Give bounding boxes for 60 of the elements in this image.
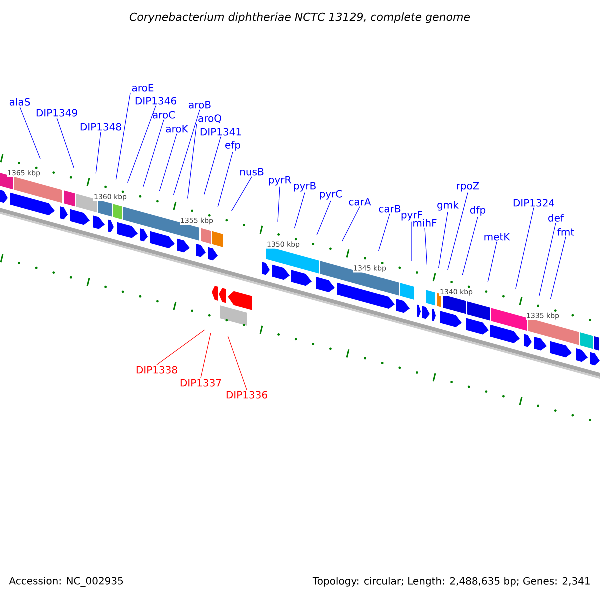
gene-label: aroE xyxy=(132,84,154,92)
gene-label: DIP1336 xyxy=(226,391,268,399)
gene-label: DIP1338 xyxy=(136,366,178,374)
leader-line xyxy=(232,176,252,212)
gene-label: DIP1348 xyxy=(80,123,122,131)
gene-label: aroB xyxy=(189,101,211,109)
gene-label: pyrB xyxy=(294,182,316,192)
leader-line xyxy=(438,212,448,268)
leader-line xyxy=(539,222,556,296)
gene-label: pyrR xyxy=(269,176,292,186)
gene-label: DIP1337 xyxy=(180,379,222,387)
leader-line xyxy=(550,236,566,300)
gene-label: aroK xyxy=(166,125,189,133)
gene-label: def xyxy=(548,214,564,222)
gene-label: DIP1341 xyxy=(200,128,242,136)
leader-line xyxy=(56,118,74,168)
gene-label: pyrF xyxy=(402,211,422,221)
leader-line xyxy=(448,192,468,271)
leader-line xyxy=(278,186,280,222)
leader-line xyxy=(96,132,102,174)
gene-label: DIP1349 xyxy=(36,109,78,117)
leader-line xyxy=(159,134,178,192)
gene-label: aroC xyxy=(153,111,176,119)
leader-line xyxy=(20,106,41,160)
leader-line xyxy=(488,242,498,282)
leader-line xyxy=(174,110,200,196)
gene-label: fmt xyxy=(558,228,574,236)
leader-line xyxy=(143,120,164,188)
leader-line xyxy=(316,200,332,236)
leader-line xyxy=(462,216,478,276)
gene-label: nusB xyxy=(240,168,264,176)
gene-label: mihF xyxy=(414,219,437,227)
leader-line xyxy=(424,228,428,266)
leader-line xyxy=(378,214,390,252)
gene-label: carB xyxy=(379,205,401,213)
leader-line xyxy=(228,336,248,390)
footer-text: Accession: NC_002935 xyxy=(9,577,124,587)
leader-line xyxy=(342,206,360,242)
gene-label: DIP1346 xyxy=(136,97,176,105)
gene-label: gmk xyxy=(438,201,459,211)
gene-label: DIP1324 xyxy=(514,199,554,207)
gene-label: aroQ xyxy=(198,114,222,124)
leader-line xyxy=(116,92,131,180)
leader-line xyxy=(516,208,534,290)
leader-line xyxy=(204,136,222,195)
gene-label: metK xyxy=(484,233,510,241)
footer-text: Topology: circular; Length: 2,488,635 bp; Genes: 2,341 xyxy=(312,577,590,587)
gene-label: dfp xyxy=(470,206,486,216)
gene-label: alaS xyxy=(10,98,30,106)
title: Corynebacterium diphtheriae NCTC 13129, complete genome xyxy=(130,12,470,24)
leader-line xyxy=(218,152,234,208)
gene-label: carA xyxy=(349,198,372,206)
gene-label: efp xyxy=(226,141,240,151)
leader-line xyxy=(156,330,206,366)
leader-line xyxy=(294,192,306,229)
gene-label: pyrC xyxy=(320,190,342,200)
leader-line xyxy=(200,332,212,378)
leader-line xyxy=(188,124,198,199)
leader-line xyxy=(128,106,156,184)
gene-label: rpoZ xyxy=(457,182,480,192)
